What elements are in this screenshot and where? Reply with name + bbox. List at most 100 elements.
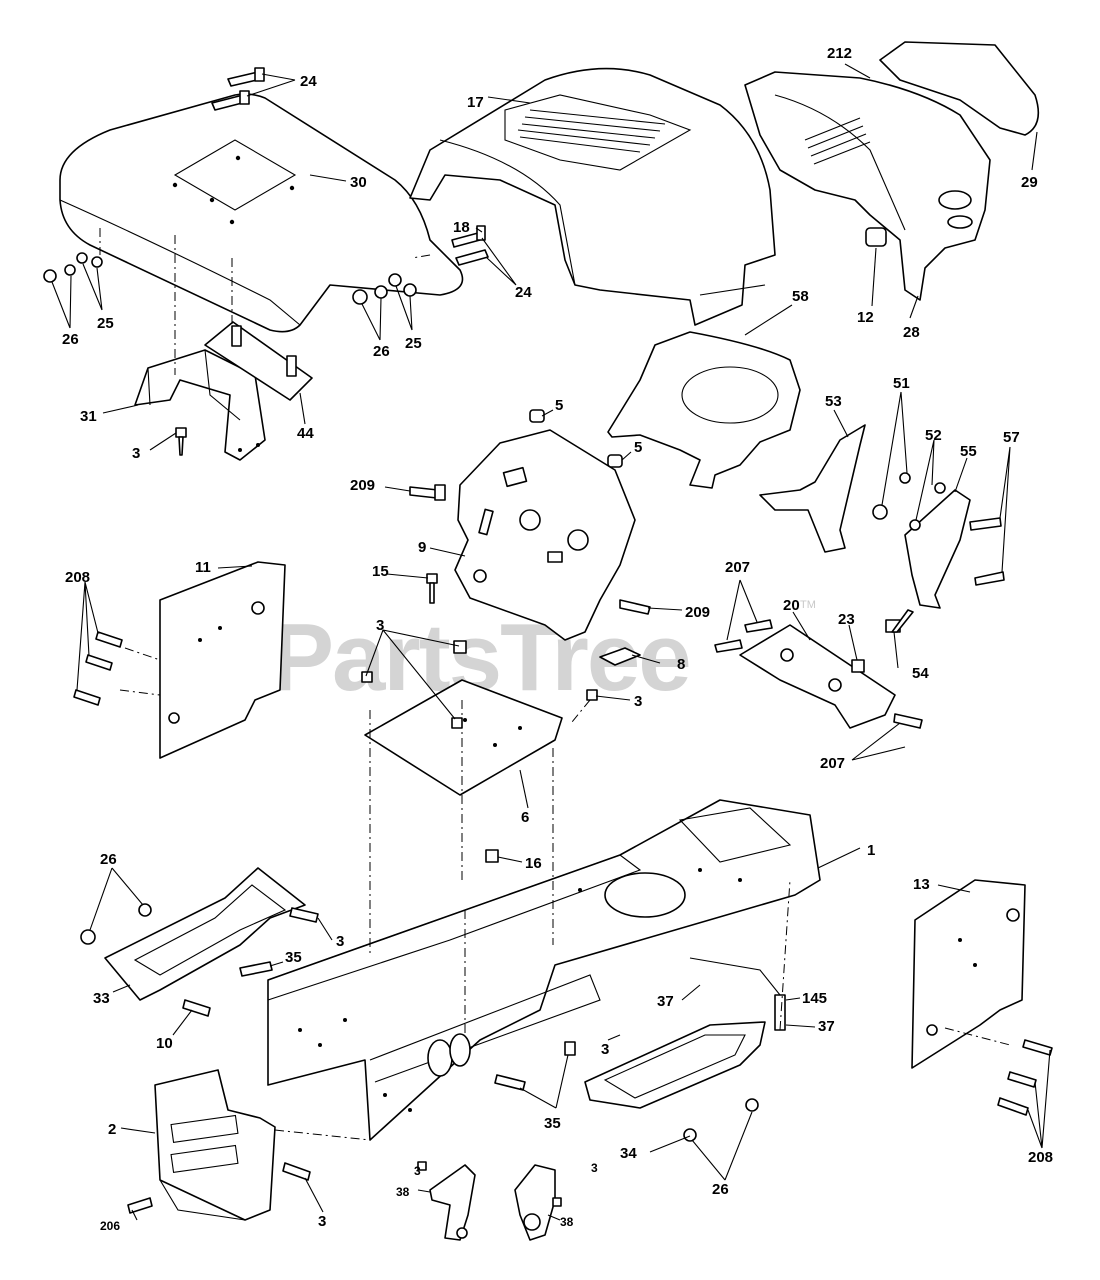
- callout-26: 26: [100, 851, 117, 868]
- callout-51: 51: [893, 375, 910, 392]
- part-26-nuts-right: [683, 1098, 759, 1142]
- part-18-24-bolts: [451, 225, 489, 266]
- part-3-screw-front: [282, 1162, 311, 1181]
- callout-209: 209: [685, 604, 710, 621]
- callout-55: 55: [960, 443, 977, 460]
- callout-23: 23: [838, 611, 855, 628]
- watermark-trademark: TM: [800, 599, 816, 611]
- part-13-side-panel: [911, 879, 1026, 1069]
- callout-26: 26: [62, 331, 79, 348]
- part-23-nut: [851, 659, 865, 673]
- callout-17: 17: [467, 94, 484, 111]
- callout-38: 38: [560, 1215, 574, 1229]
- part-3-screw-footrest: [289, 907, 319, 923]
- callout-54: 54: [912, 665, 929, 682]
- callout-16: 16: [525, 855, 542, 872]
- callout-28: 28: [903, 324, 920, 341]
- part-54-bolt: [885, 609, 914, 633]
- callout-20: 20: [783, 597, 800, 614]
- callout-26: 26: [712, 1181, 729, 1198]
- part-2-front-bracket: [154, 1069, 276, 1221]
- part-3-screws-38: [417, 1161, 562, 1207]
- part-44-plate: [204, 321, 313, 401]
- part-1-frame: [267, 799, 821, 1141]
- part-37-145-spring: [689, 957, 786, 1031]
- part-3-screws-plate: [361, 640, 598, 729]
- part-209-bolts: [409, 484, 651, 615]
- callout-37: 37: [657, 993, 674, 1010]
- callout-5: 5: [634, 439, 642, 456]
- callout-2: 2: [108, 1121, 116, 1138]
- leader-lines: [51, 63, 1051, 1221]
- callout-15: 15: [372, 563, 389, 580]
- callout-53: 53: [825, 393, 842, 410]
- callout-57: 57: [1003, 429, 1020, 446]
- part-58-shield: [607, 331, 801, 489]
- callout-3: 3: [336, 933, 344, 950]
- part-51-52-57-hardware: [872, 472, 1005, 586]
- callout-25: 25: [97, 315, 114, 332]
- part-35-bolt-left: [239, 961, 273, 977]
- part-55-bracket: [904, 489, 971, 609]
- part-208-bolts-left: [73, 631, 123, 706]
- part-20-bracket: [739, 624, 896, 729]
- part-10-bolt: [182, 999, 211, 1017]
- callout-25: 25: [405, 335, 422, 352]
- callout-212: 212: [827, 45, 852, 62]
- callout-34: 34: [620, 1145, 637, 1162]
- callout-44: 44: [297, 425, 314, 442]
- callout-24: 24: [515, 284, 532, 301]
- part-38-bracket-right: [514, 1164, 556, 1241]
- part-3-screw-upper-left: [175, 427, 187, 456]
- part-34-footrest: [584, 1021, 766, 1109]
- part-31-bracket: [134, 349, 266, 461]
- callout-208: 208: [65, 569, 90, 586]
- callout-35: 35: [285, 949, 302, 966]
- callout-38: 38: [396, 1185, 410, 1199]
- callout-30: 30: [350, 174, 367, 191]
- callout-3: 3: [414, 1164, 421, 1178]
- callout-5: 5: [555, 397, 563, 414]
- callout-3: 3: [318, 1213, 326, 1230]
- callout-209: 209: [350, 477, 375, 494]
- callout-33: 33: [93, 990, 110, 1007]
- callout-207: 207: [820, 755, 845, 772]
- callout-6: 6: [521, 809, 529, 826]
- part-16-nut: [485, 849, 499, 863]
- part-25-26-hardware-left: [43, 252, 103, 283]
- callout-208: 208: [1028, 1149, 1053, 1166]
- part-15-bolt: [426, 573, 438, 604]
- part-33-footrest: [104, 867, 306, 1001]
- part-12-fastener: [865, 227, 887, 247]
- part-212-grille-housing: [744, 71, 991, 301]
- callout-3: 3: [132, 445, 140, 462]
- callout-10: 10: [156, 1035, 173, 1052]
- callout-18: 18: [453, 219, 470, 236]
- part-38-bracket-left: [429, 1164, 476, 1241]
- callout-3: 3: [376, 617, 384, 634]
- callout-8: 8: [677, 656, 685, 673]
- callout-11: 11: [195, 559, 211, 576]
- part-17-hood: [409, 67, 776, 326]
- callout-24: 24: [300, 73, 317, 90]
- part-8-clip: [599, 647, 641, 666]
- callout-145: 145: [802, 990, 827, 1007]
- part-207-bolts: [714, 619, 923, 729]
- part-9-dash-shroud: [454, 429, 636, 641]
- callout-206: 206: [100, 1219, 120, 1233]
- part-30-dash-panel: [59, 93, 464, 333]
- part-5-grommets: [529, 409, 623, 468]
- part-29-lens: [879, 41, 1040, 136]
- callout-1: 1: [867, 842, 875, 859]
- callout-3: 3: [601, 1041, 609, 1058]
- part-6-plate: [364, 679, 563, 796]
- callout-52: 52: [925, 427, 942, 444]
- callout-31: 31: [80, 408, 97, 425]
- callout-labels: 24 17 212 30 29 18 24 12 28 26 25 26 25 …: [62, 45, 1053, 1233]
- part-26-nuts-left: [80, 903, 152, 945]
- part-24-bolts-top: [211, 67, 265, 111]
- alignment-lines: [99, 228, 1011, 1141]
- part-53-bracket: [759, 424, 866, 553]
- callout-37: 37: [818, 1018, 835, 1035]
